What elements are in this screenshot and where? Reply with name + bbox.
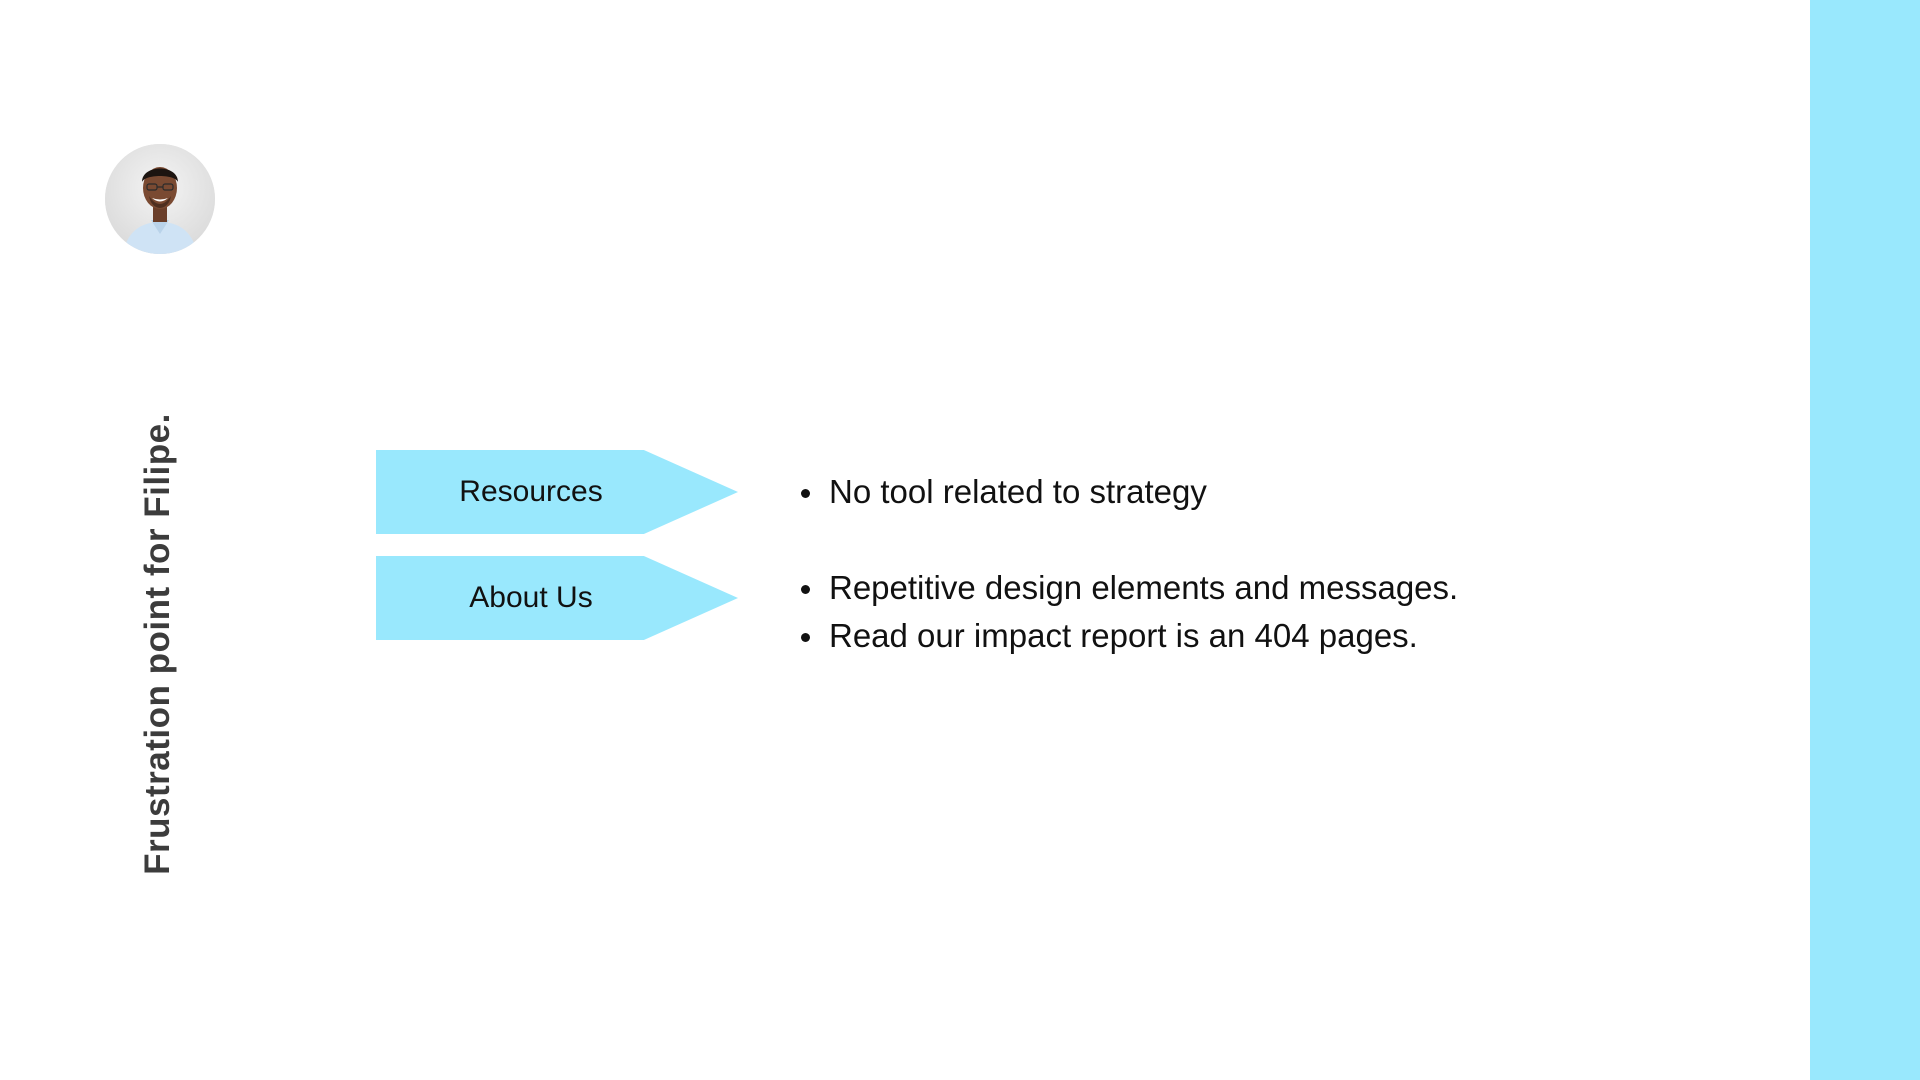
tag-about-us: About Us [376,556,738,640]
tag-resources: Resources [376,450,738,534]
list-item: Repetitive design elements and messages. [800,564,1458,612]
about-us-points: Repetitive design elements and messages.… [800,564,1458,660]
list-item: No tool related to strategy [800,468,1207,516]
resources-points: No tool related to strategy [800,468,1207,516]
person-portrait-icon [105,144,215,254]
tag-resources-label: Resources [459,475,603,508]
accent-side-bar [1810,0,1920,1080]
avatar [105,144,215,254]
tag-about-us-label: About Us [469,581,593,614]
page-title: Frustration point for Filipe. [138,413,177,875]
list-item: Read our impact report is an 404 pages. [800,612,1458,660]
